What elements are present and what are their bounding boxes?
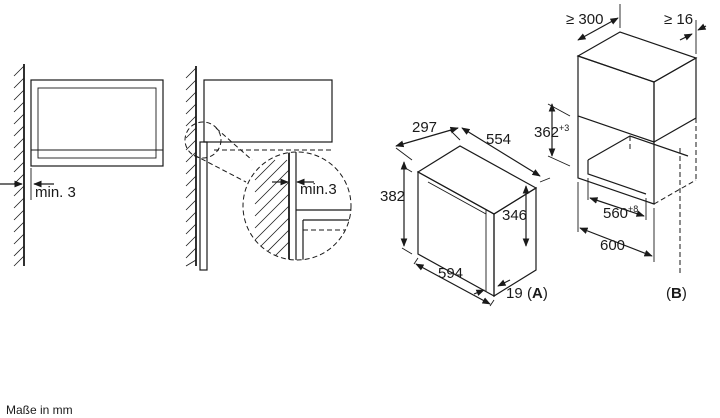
- dim-width-label: 594: [438, 265, 463, 282]
- dim-height: [400, 161, 413, 255]
- front-gap-label: min. 3: [35, 184, 76, 201]
- dim-niche-side-depth: [679, 20, 707, 54]
- appliance-box: [416, 145, 538, 298]
- dim-niche-width-label: 600: [600, 237, 625, 254]
- dim-top-depth: [395, 126, 461, 161]
- front-gap-dimension: [0, 168, 54, 200]
- dim-inner-height-label: 346: [502, 207, 527, 224]
- side-wall-hatch: [185, 67, 197, 267]
- dim-niche-opening-height-label: 362+3: [534, 123, 569, 141]
- dim-niche-top-depth: [577, 4, 621, 41]
- dim-top-depth-label: 297: [412, 119, 437, 136]
- dim-niche-side-depth-label: ≥ 16: [664, 11, 693, 28]
- dim-depth-label: 554: [486, 131, 511, 148]
- wall-hatch: [13, 65, 25, 267]
- niche-box: [576, 31, 698, 205]
- dim-depth: [461, 127, 551, 183]
- appliance-side-body: [203, 79, 333, 143]
- dim-front-depth-label: 19: [506, 285, 523, 302]
- dim-niche-width: [577, 182, 655, 262]
- appliance-view: 297 554 382 346 594 19: [380, 119, 551, 307]
- niche-view-label: (B): [666, 285, 687, 302]
- detail-magnifier: [242, 151, 352, 261]
- cabinet-panel: [199, 141, 208, 271]
- side-gap-label: min.3: [300, 181, 337, 198]
- detail-marker-circle: [184, 121, 222, 159]
- dim-niche-opening-height: [547, 103, 571, 167]
- front-gap-view: min. 3: [0, 64, 164, 267]
- dim-niche-opening-width: [587, 178, 647, 220]
- dim-height-label: 382: [380, 188, 405, 205]
- detail-leader-bottom: [193, 154, 247, 183]
- dim-width: [413, 257, 495, 307]
- side-gap-view: min.3: [184, 66, 352, 271]
- niche-view: ≥ 300 ≥ 16 362+3 560+8 600: [534, 4, 707, 302]
- dim-niche-opening-width-label: 560+8: [603, 204, 638, 222]
- units-note: Maße in mm: [6, 403, 73, 417]
- detail-leader-top: [215, 127, 253, 161]
- dim-front-depth: [473, 279, 511, 296]
- appliance-view-label: (A): [527, 285, 548, 302]
- dim-niche-top-depth-label: ≥ 300: [566, 11, 603, 28]
- appliance-front: [30, 79, 164, 167]
